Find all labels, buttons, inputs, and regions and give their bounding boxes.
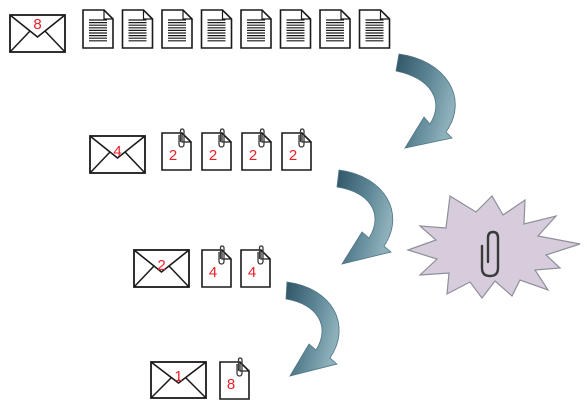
paperclip-document-icon: 2 [161,128,192,171]
document-number: 2 [249,147,257,164]
envelope-icon: 1 [150,361,207,399]
document-lines-icon [279,9,312,49]
document-number: 2 [209,147,217,164]
document-number: 4 [248,264,256,281]
paperclip-icon [298,128,305,148]
paperclip-icon [236,357,243,377]
paperclip-document-icon: 4 [201,245,232,288]
paperclip-document-icon: 2 [201,128,232,171]
paperclip-icon [257,245,264,265]
envelope-number: 4 [113,143,121,160]
envelope-number: 1 [174,368,182,385]
paperclip-icon [480,230,500,278]
paperclip-document-icon: 2 [241,128,272,171]
document-lines-icon [200,9,233,49]
paperclip-document-icon: 8 [219,357,250,400]
document-lines-icon [240,9,272,49]
envelope-number: 8 [33,16,41,33]
stage-2: 4 2 2 2 2 [89,128,312,174]
paperclip-icon [218,128,225,148]
curved-arrow-icon [336,169,394,265]
document-lines-icon [121,9,154,49]
document-number: 8 [227,376,235,393]
envelope-icon: 8 [9,14,66,53]
paperclip-document-icon: 4 [240,245,271,288]
document-number: 2 [169,147,177,164]
document-lines-icon [319,9,351,49]
envelope-number: 2 [157,257,165,274]
envelope-icon: 4 [89,135,146,174]
curved-arrow-icon [285,281,340,377]
stage-1: 8 [9,9,391,53]
document-lines-icon [82,9,114,49]
envelope-icon: 2 [133,249,190,288]
document-lines-icon [358,9,391,49]
paperclip-icon [218,245,225,265]
document-number: 4 [209,264,217,281]
document-lines-icon [161,9,193,49]
paperclip-icon [178,128,185,148]
document-row [82,9,391,49]
paperclip-icon [258,128,265,148]
starburst-paperclip-icon [406,195,581,299]
document-row: 8 [219,357,250,400]
paperclip-document-icon: 2 [281,128,312,171]
document-number: 2 [289,147,297,164]
document-row: 2 2 2 2 [161,128,312,171]
stage-4: 1 8 [150,357,250,400]
curved-arrow-icon [395,53,456,149]
